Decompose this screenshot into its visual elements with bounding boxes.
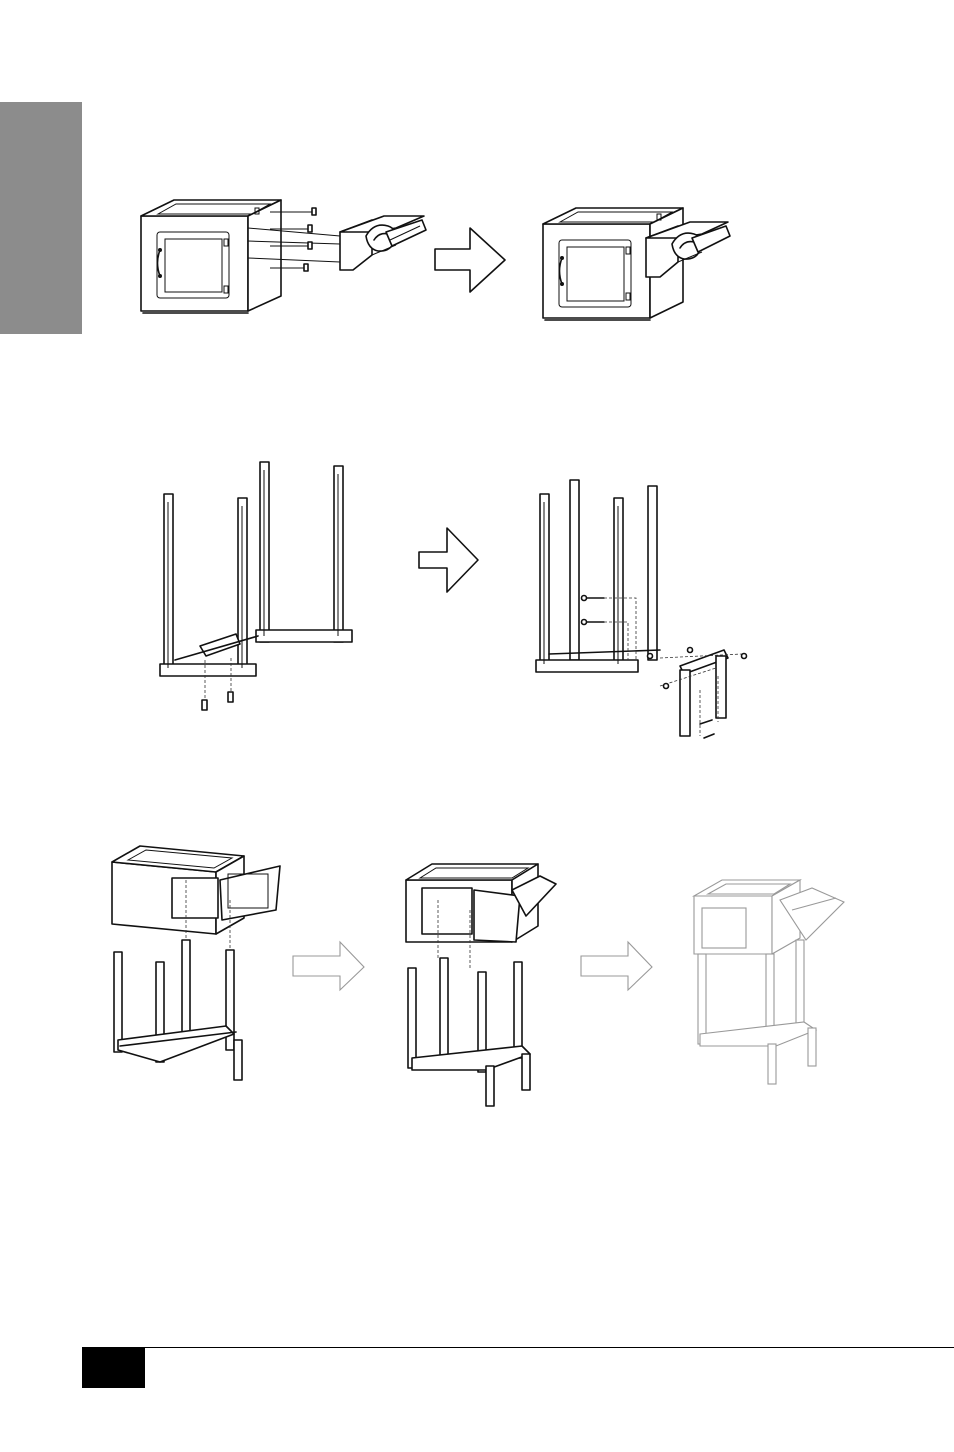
arrow-right-icon	[293, 942, 364, 990]
page-number-box	[82, 1347, 145, 1388]
arrow-right-icon	[581, 942, 652, 990]
cabinet-partially-attached	[406, 864, 556, 1106]
cabinet-stand-complete	[694, 880, 844, 1084]
cabinet-over-stand-exploded	[112, 846, 280, 1080]
footer-rule	[145, 1347, 954, 1348]
